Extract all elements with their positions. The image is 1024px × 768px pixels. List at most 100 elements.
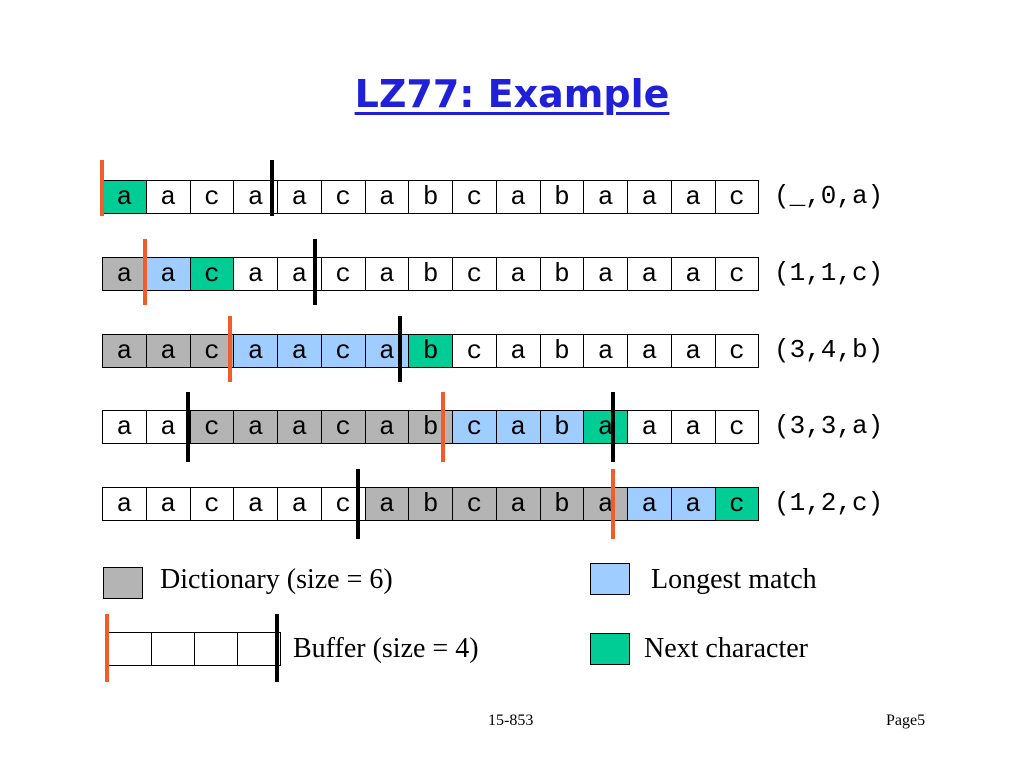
row-output-5: (1,2,c): [774, 488, 884, 518]
char-cell: c: [189, 487, 235, 521]
char-cell: a: [670, 334, 716, 368]
char-cell: a: [233, 487, 278, 521]
char-cell: a: [495, 410, 541, 444]
char-cell: c: [452, 410, 497, 444]
char-cell: c: [320, 257, 366, 291]
char-cell: b: [408, 487, 453, 521]
char-cell: a: [233, 334, 278, 368]
char-cell: a: [145, 180, 191, 214]
char-cell: a: [627, 180, 672, 214]
longest-match-legend-label: Longest match: [651, 564, 817, 595]
char-cell: a: [277, 410, 322, 444]
char-cell: c: [714, 334, 760, 368]
cursor-marker-5: [611, 469, 615, 539]
char-cell: c: [452, 257, 497, 291]
buffer-legend-label: Buffer (size = 4): [293, 633, 479, 664]
char-cell: c: [189, 257, 235, 291]
char-cell: b: [539, 487, 585, 521]
char-cell: a: [102, 257, 147, 291]
window-marker-4: [611, 392, 615, 462]
char-cell: a: [233, 410, 278, 444]
char-cell: a: [145, 257, 191, 291]
longest-match-swatch: [590, 563, 630, 595]
char-cell: a: [102, 180, 147, 214]
char-cell: a: [233, 257, 278, 291]
char-cell: a: [364, 257, 410, 291]
char-cell: b: [539, 334, 585, 368]
footer-page-number: Page5: [886, 712, 926, 729]
char-cell: c: [320, 410, 366, 444]
buffer-cursor-marker: [105, 614, 109, 682]
char-cell: a: [145, 487, 191, 521]
char-cell: b: [408, 257, 453, 291]
char-cell: a: [627, 334, 672, 368]
page-title: LZ77: Example: [354, 72, 670, 116]
char-cell: a: [495, 487, 541, 521]
char-cell: a: [583, 334, 628, 368]
char-cell: b: [539, 410, 585, 444]
char-cell: c: [452, 487, 497, 521]
char-cell: b: [408, 410, 453, 444]
char-cell: a: [277, 180, 322, 214]
char-cell: a: [627, 487, 672, 521]
cursor-marker-4: [441, 392, 445, 462]
dictionary-swatch: [103, 567, 143, 599]
char-cell: c: [452, 180, 497, 214]
char-cell: c: [320, 334, 366, 368]
char-cell: a: [583, 257, 628, 291]
char-cell: a: [495, 257, 541, 291]
char-cell: a: [364, 410, 410, 444]
next-character-swatch: [590, 633, 630, 665]
cursor-marker-2: [143, 239, 147, 305]
char-cell: a: [627, 410, 672, 444]
row-output-1: (_,0,a): [774, 181, 884, 211]
row-output-4: (3,3,a): [774, 411, 884, 441]
window-start-marker-4: [186, 392, 190, 462]
char-cell: c: [714, 487, 760, 521]
char-cell: a: [627, 257, 672, 291]
char-cell: a: [670, 487, 716, 521]
char-cell: a: [145, 410, 191, 444]
footer-course: 15-853: [488, 712, 534, 729]
char-cell: a: [364, 180, 410, 214]
char-cell: a: [670, 257, 716, 291]
window-start-marker-5: [356, 469, 360, 539]
char-cell: a: [277, 487, 322, 521]
char-cell: a: [670, 180, 716, 214]
buffer-window-marker: [275, 614, 279, 682]
cursor-marker-3: [228, 316, 232, 382]
char-cell: c: [714, 180, 760, 214]
char-cell: a: [364, 487, 410, 521]
window-marker-1: [270, 160, 274, 216]
char-cell: a: [145, 334, 191, 368]
char-cell: c: [320, 180, 366, 214]
char-cell: a: [583, 180, 628, 214]
char-cell: a: [495, 334, 541, 368]
char-cell: a: [102, 487, 147, 521]
row-output-3: (3,4,b): [774, 335, 884, 365]
char-cell: a: [495, 180, 541, 214]
char-cell: a: [670, 410, 716, 444]
cursor-marker-1: [100, 160, 104, 216]
char-cell: b: [408, 180, 453, 214]
char-cell: a: [102, 410, 147, 444]
char-cell: a: [583, 410, 628, 444]
window-marker-3: [398, 316, 402, 382]
window-marker-2: [313, 239, 317, 305]
char-cell: c: [452, 334, 497, 368]
char-cell: b: [408, 334, 453, 368]
char-cell: a: [364, 334, 410, 368]
next-character-legend-label: Next character: [644, 633, 808, 664]
char-cell: a: [102, 334, 147, 368]
char-cell: a: [583, 487, 628, 521]
char-cell: c: [714, 257, 760, 291]
row-output-2: (1,1,c): [774, 258, 884, 288]
char-cell: c: [189, 180, 235, 214]
char-cell: b: [539, 257, 585, 291]
char-cell: b: [539, 180, 585, 214]
